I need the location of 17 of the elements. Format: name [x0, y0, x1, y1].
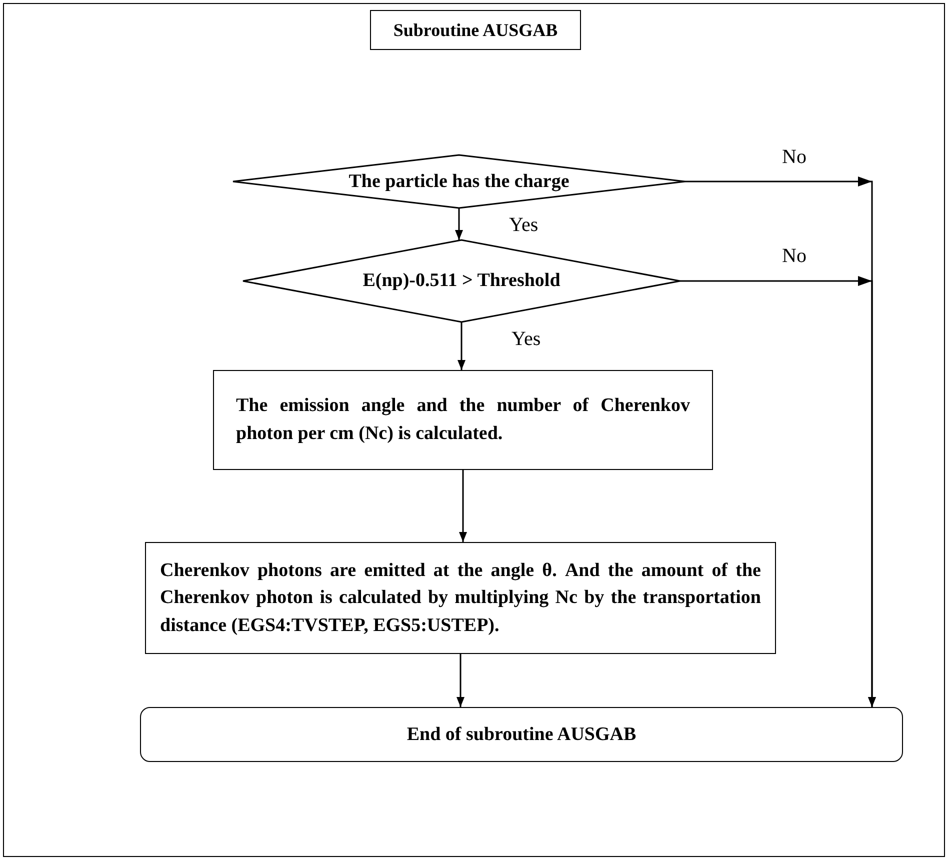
arrow: [680, 280, 876, 707]
process-box: [145, 542, 776, 654]
process-box: [213, 370, 713, 470]
node-text: The emission angle and the number of Cherenkov photon per cm (Nc) is calculated.: [236, 394, 690, 446]
node-text: End of subroutine AUSGAB: [406, 722, 636, 747]
arrow: [456, 654, 464, 707]
arrow: [455, 208, 463, 240]
title-box: [370, 10, 581, 50]
arrow: [458, 322, 466, 370]
node-text: E(np)-0.511 > Threshold: [362, 269, 560, 294]
decision-diamond: [242, 239, 681, 323]
node-text: Cherenkov photons are emitted at the angle θ. And the amount of the Cherenkov photon is calculated by multiplying Nc by the transportation distance (EGS4:TVSTEP, EGS5:USTEP).: [160, 558, 761, 638]
decision-diamond: [232, 154, 686, 209]
arrow: [459, 470, 467, 542]
node-text: The particle has the charge: [348, 170, 570, 194]
node-text: Subroutine AUSGAB: [393, 18, 558, 42]
terminal-box: [140, 707, 903, 762]
